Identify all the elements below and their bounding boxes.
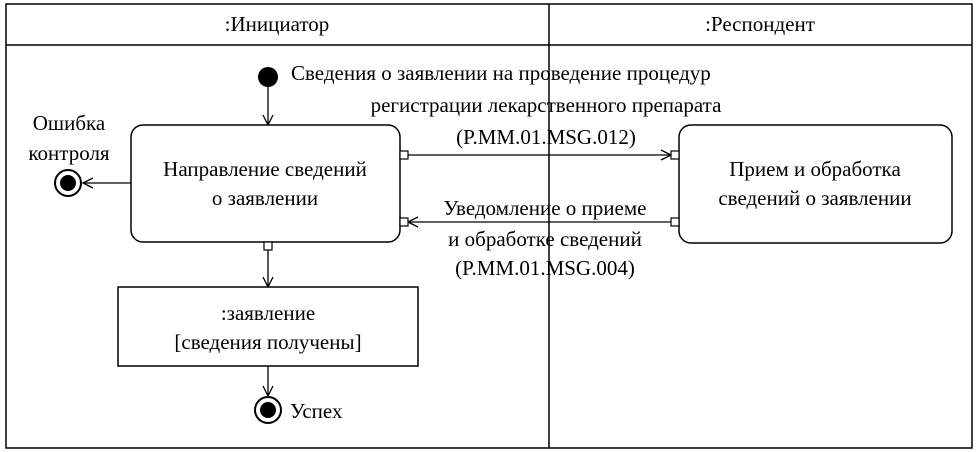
action-send-line1: Направление сведений	[163, 157, 367, 181]
lane-title-initiator: :Инициатор	[225, 12, 330, 36]
notification-line3: (P.MM.01.MSG.004)	[455, 256, 635, 280]
success-label: Успех	[290, 399, 343, 423]
notification-line2: и обработке сведений	[448, 227, 642, 251]
input-pin-receive	[670, 150, 680, 160]
initial-node	[258, 67, 278, 87]
object-line1: :заявление	[221, 301, 315, 325]
output-pin-send	[399, 150, 409, 160]
object-line2: [сведения получены]	[174, 330, 361, 354]
action-send-info	[130, 124, 401, 243]
initial-message-line2: регистрации лекарственного препарата	[371, 93, 722, 117]
output-pin-receive	[670, 217, 680, 227]
notification-line1: Уведомление о приеме	[444, 196, 647, 220]
action-receive-line2: сведений о заявлении	[718, 186, 911, 210]
object-node-application	[117, 286, 419, 367]
initial-message-line3: (P.MM.01.MSG.012)	[456, 125, 636, 149]
error-label-line2: контроля	[28, 141, 110, 165]
input-pin-send	[399, 217, 409, 227]
lane-title-respondent: :Респондент	[705, 12, 815, 36]
initial-message-label: Сведения о заявлении на проведение проце…	[291, 61, 722, 149]
output-pin-object	[263, 241, 273, 251]
error-label-line1: Ошибка	[33, 111, 106, 135]
action-send-line2: о заявлении	[212, 186, 318, 210]
action-receive-info	[678, 124, 953, 244]
action-receive-line1: Прием и обработка	[729, 157, 901, 181]
final-node-error-core	[60, 175, 76, 191]
initial-message-line1: Сведения о заявлении на проведение проце…	[291, 61, 711, 85]
final-node-success-core	[260, 402, 276, 418]
notification-message-label: Уведомление о приеме и обработке сведени…	[444, 196, 647, 280]
